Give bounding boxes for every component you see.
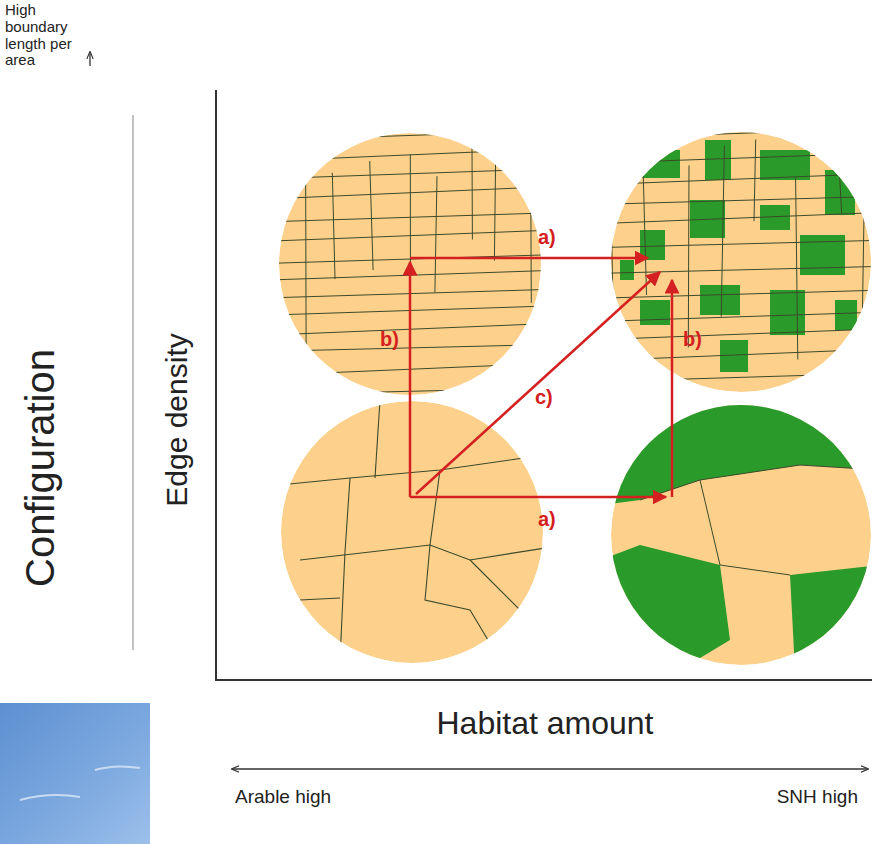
axis-label: SNH high bbox=[777, 787, 858, 808]
axis-label: Configuration bbox=[18, 349, 62, 587]
axis-label: High boundary length per area bbox=[5, 2, 97, 69]
double-arrow bbox=[232, 768, 868, 769]
arrow-label: a) bbox=[538, 226, 556, 248]
field-map bbox=[600, 400, 872, 670]
photo-fragment bbox=[0, 703, 150, 844]
arrow-label: c) bbox=[535, 386, 553, 408]
axis-label: Habitat amount bbox=[436, 706, 653, 741]
x-axis bbox=[215, 679, 872, 681]
arrow-label: a) bbox=[538, 508, 556, 530]
axis-label: Arable high bbox=[235, 787, 331, 808]
field-map bbox=[280, 400, 545, 663]
arrow-label: b) bbox=[683, 328, 702, 350]
red-arrows bbox=[410, 258, 672, 497]
field-map bbox=[610, 129, 872, 392]
axis-label: Edge density bbox=[160, 333, 193, 506]
arrow-label: b) bbox=[380, 328, 399, 350]
y-axis bbox=[215, 90, 217, 681]
up-arrow bbox=[89, 52, 90, 66]
config-line bbox=[132, 115, 133, 650]
